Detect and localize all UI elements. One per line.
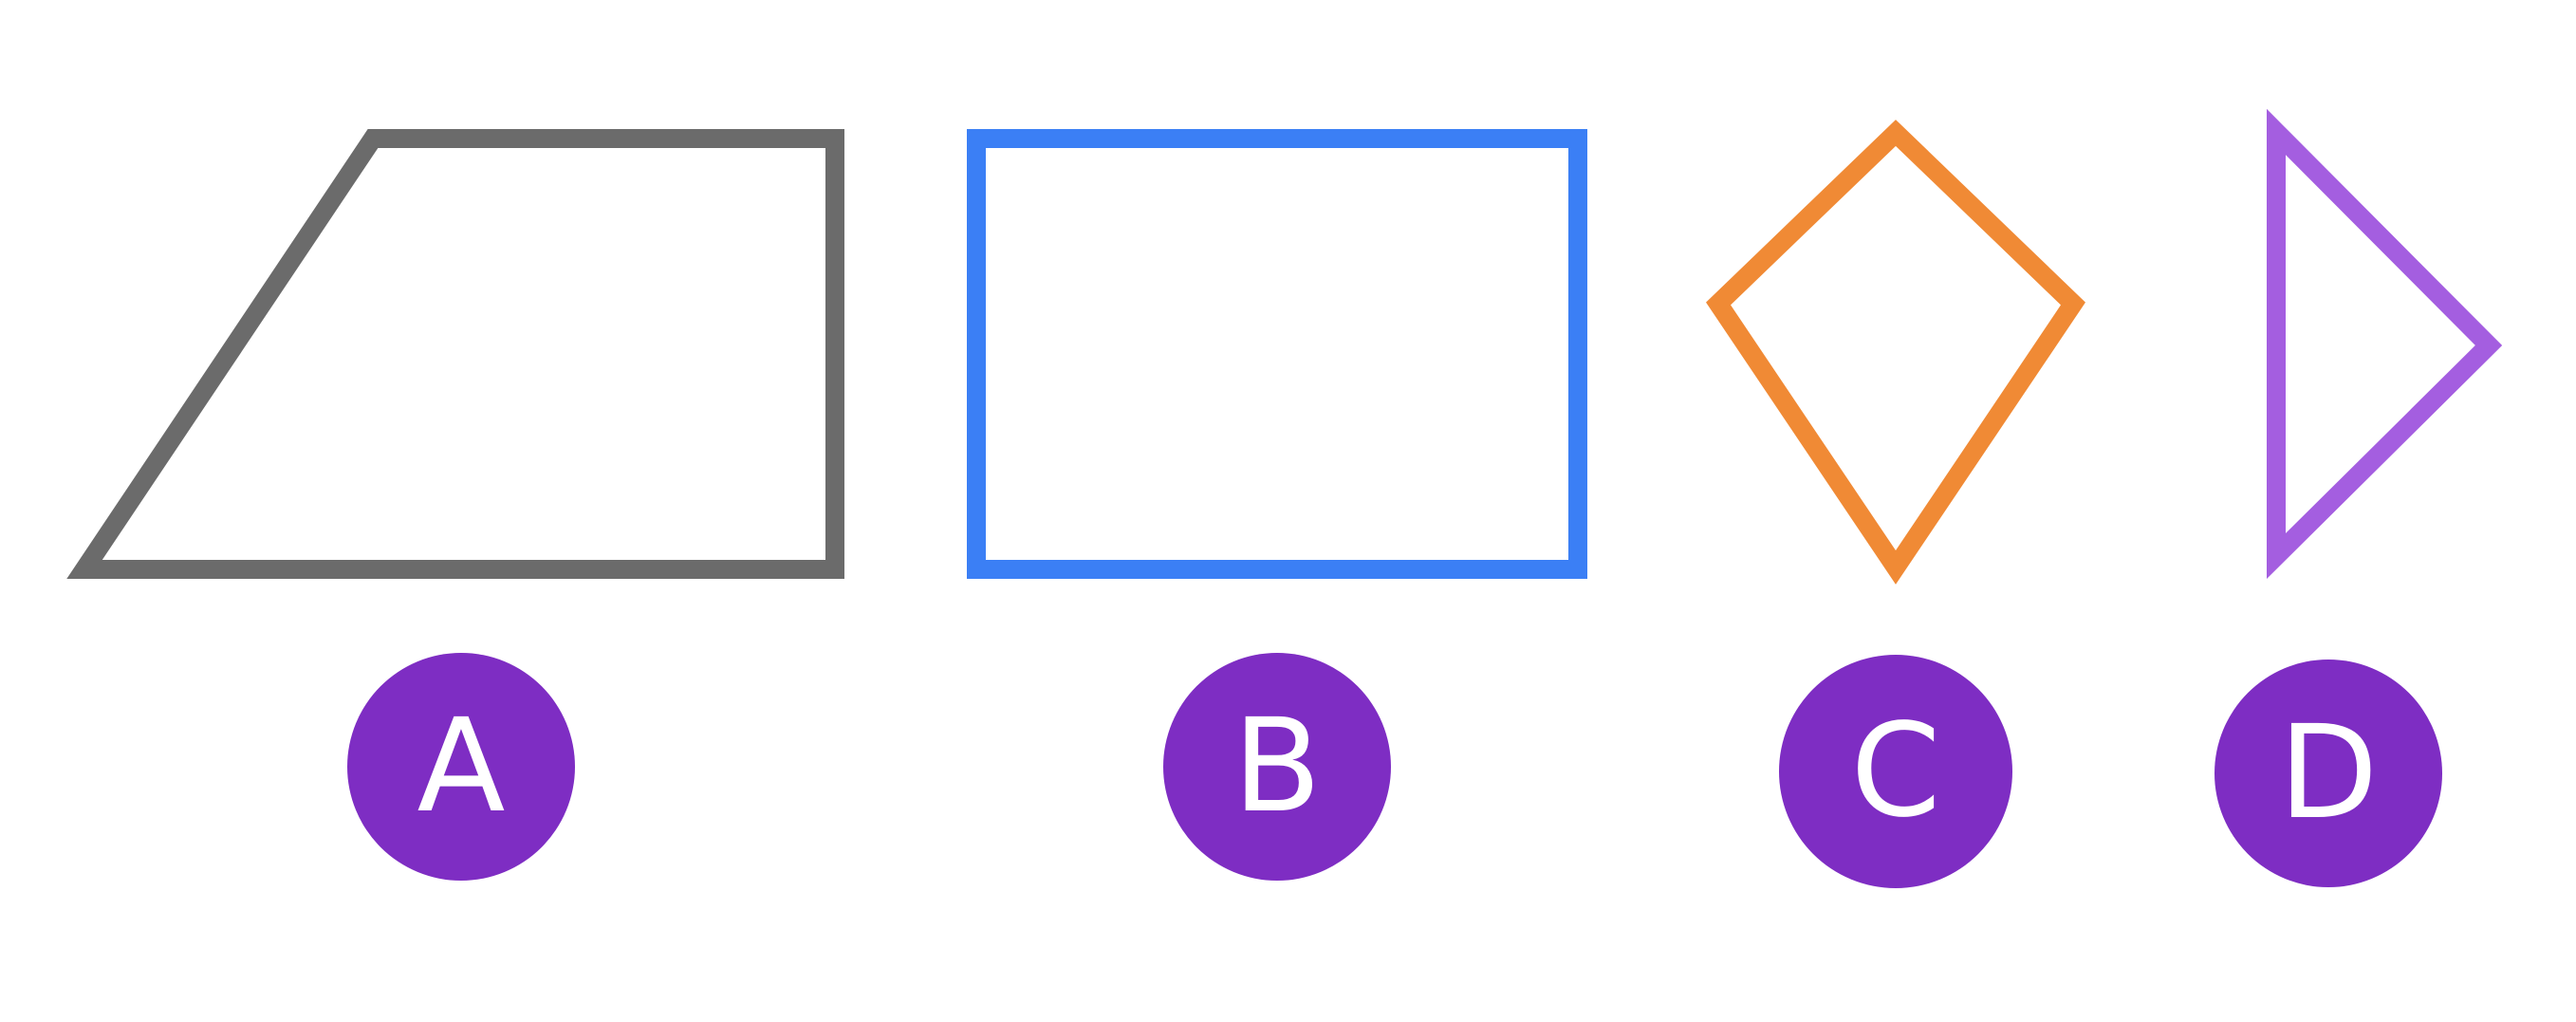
shape-a-trapezoid <box>66 129 844 579</box>
label-badge-b: B <box>1163 653 1391 881</box>
label-badge-d: D <box>2215 660 2442 887</box>
shape-d-triangle <box>2267 108 2503 579</box>
badge-a-circle <box>347 653 575 881</box>
shape-b-rectangle <box>967 129 1587 579</box>
badge-c-circle <box>1779 655 2012 888</box>
badge-b-circle <box>1163 653 1391 881</box>
badge-c-letter: C <box>1851 697 1941 846</box>
badge-d-letter: D <box>2279 698 2379 848</box>
label-badge-a: A <box>347 653 575 881</box>
badge-b-letter: B <box>1232 692 1321 842</box>
label-badge-c: C <box>1779 655 2012 888</box>
shape-c-kite <box>1706 120 2085 585</box>
badge-d-circle <box>2215 660 2442 887</box>
badge-a-letter: A <box>417 692 505 842</box>
